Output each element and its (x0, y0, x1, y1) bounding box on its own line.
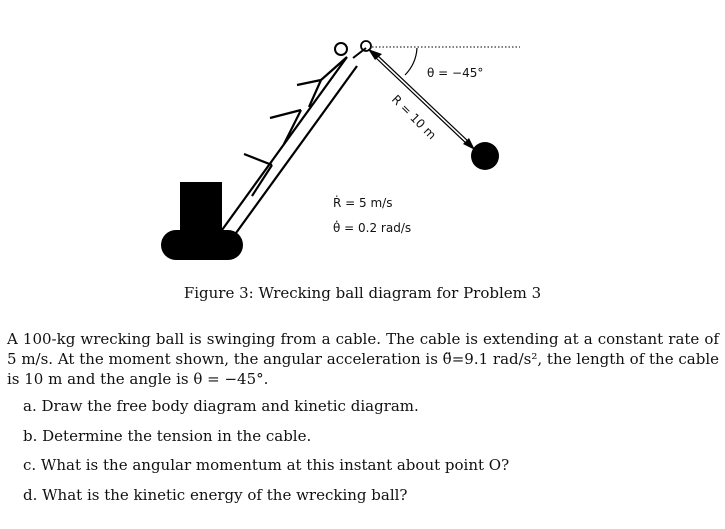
figure-caption: Figure 3: Wrecking ball diagram for Prob… (183, 284, 542, 302)
question-b: b. Determine the tension in the cable. (23, 426, 312, 445)
angle-label: θ = −45° (427, 66, 483, 80)
cable-arrow (368, 49, 475, 150)
problem-statement: A 100-kg wrecking ball is swinging from … (7, 330, 719, 388)
pulley (360, 40, 372, 52)
wrecking-ball-diagram: O θ = −45° R = 10 m Ṙ = 5 m/s θ̇ = 0.2 r… (161, 40, 520, 260)
question-list: a. Draw the free body diagram and kineti… (23, 396, 509, 514)
length-label: R = 10 m (389, 92, 439, 142)
rdot-label: Ṙ = 5 m/s (333, 195, 392, 210)
pivot-o-circle (334, 42, 348, 56)
angle-arc (404, 47, 418, 76)
question-c: c. What is the angular momentum at this … (23, 456, 510, 474)
crane-boom (221, 56, 358, 234)
question-a: a. Draw the free body diagram and kineti… (23, 397, 419, 415)
crane-cab (180, 182, 222, 232)
crane-tread (161, 230, 243, 260)
wrecking-ball (471, 142, 499, 170)
thetadot-label: θ̇ = 0.2 rad/s (333, 220, 411, 235)
question-d: d. What is the kinetic energy of the wre… (23, 485, 408, 504)
